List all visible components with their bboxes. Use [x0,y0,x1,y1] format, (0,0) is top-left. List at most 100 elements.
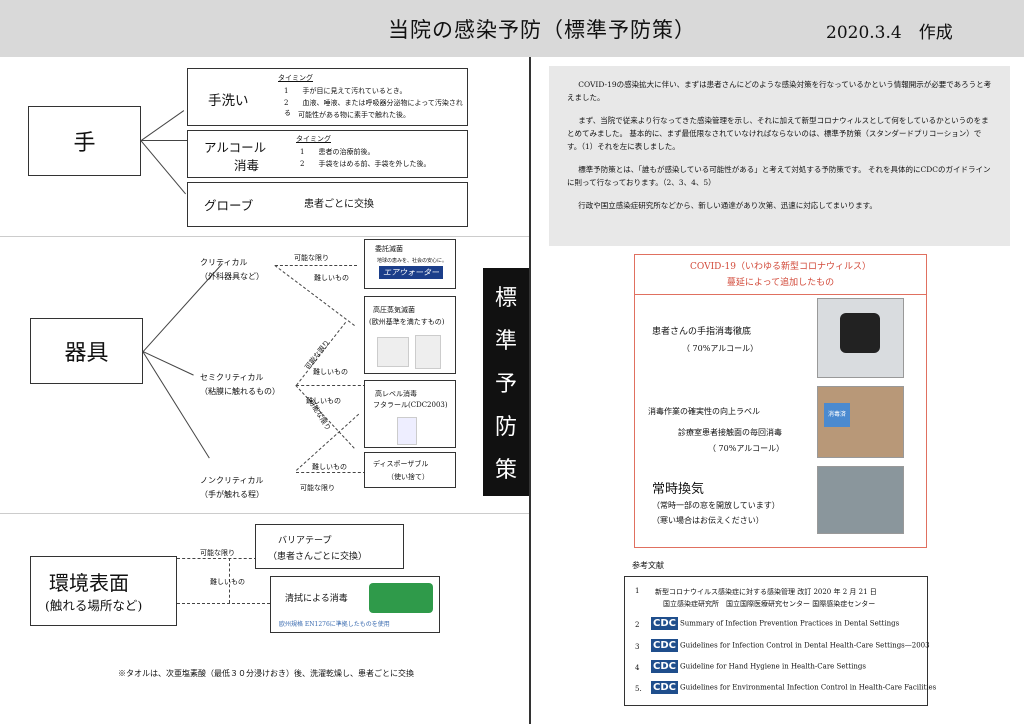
semicritical-sub: （粘膜に触れるもの） [200,387,280,396]
alcohol-item: 1 患者の治療前後。 [300,148,375,156]
alcohol-timing: タイミング [296,135,331,143]
surfaces-category-box: 環境表面 (触れる場所など) [30,556,177,626]
autoclave-image [415,335,441,369]
connector-line [141,110,185,141]
intro-paragraph: 標準予防策とは、「誰もが感染している可能性がある」と考えて対処する予防策です。 … [567,165,991,187]
connector-line [141,140,187,141]
reference-text: Guidelines for Infection Control in Dent… [679,641,930,650]
covid-measures-box [634,254,927,548]
autoclave-note: (欧州基準を満たすもの) [369,318,445,326]
towel-note: ※タオルは、次亜塩素酸（最低３０分浸けおき）後、洗濯乾燥し、患者ごとに交換 [118,669,414,678]
reference-text: Summary of Infection Prevention Practice… [679,619,900,628]
banner-char: 防 [494,415,517,441]
possible-label: 可能な限り [300,484,335,492]
glove-text: 患者ごとに交換 [304,199,374,210]
flow-arrow [177,603,270,604]
label-sign: 消毒済 [824,403,850,427]
possible-label: 可能な限り [200,549,235,557]
reference-text: Guideline for Hand Hygiene in Health-Car… [679,662,866,671]
intro-paragraph: COVID-19の感染拡大に伴い、まずは患者さんにどのような感染対策を行なってい… [567,80,992,102]
barrier-tape-box: バリアテープ （患者さんごとに交換） [255,524,404,569]
hld-label: 高レベル消毒 [375,390,417,398]
handwash-timing: タイミング [278,74,313,82]
covid-item-label: 消毒作業の確実性の向上ラベル [648,407,760,416]
banner-char: 策 [494,458,517,484]
standard-precautions-banner: 標 準 予 防 策 [483,268,529,496]
wipes-package-image [369,583,433,613]
semicritical-title: セミクリティカル [200,373,264,382]
connector-line [140,140,186,195]
airwater-logo: エアウォーター [379,266,443,279]
difficult-label: 難しいもの [210,578,245,586]
references-box: 1 新型コロナウイルス感染症に対する感染管理 改訂 2020 年 2 月 21 … [624,576,936,706]
aw-tagline: 地球の恵みを、社会の安心に。 [377,258,448,264]
cdc-logo: CDC [651,617,678,630]
difficult-label: 難しいもの [314,274,349,282]
intro-panel: COVID-19の感染拡大に伴い、まずは患者さんにどのような感染対策を行なってい… [549,66,1010,246]
outsourced-label: 委託滅菌 [375,245,403,253]
reference-number: 4 [635,664,640,672]
covid-heading-line: COVID-19（いわゆる新型コロナウィルス） [689,262,872,272]
disinfected-label-photo: 消毒済 [817,386,904,458]
covid-heading-line: 蔓延によって追加したもの [726,278,835,288]
noncritical-sub: （手が触れる程） [200,490,264,499]
cdc-logo: CDC [651,639,678,652]
critical-label: クリティカル （外科器具など） [200,256,264,284]
hand-category-box: 手 [28,106,141,176]
reference-number: 1 [635,587,640,595]
wipe-disinfection-box: 清拭による消毒 欧州規格 EN1276に準拠したものを使用 [270,576,440,633]
covid-item-ventilation: 常時換気 [652,482,705,497]
reference-number: 2 [635,621,640,629]
cdc-logo: CDC [651,681,678,694]
banner-char: 予 [494,371,517,397]
flow-arrow [296,472,366,473]
section-divider [0,236,529,237]
dispenser-image [840,313,880,353]
center-divider [529,57,531,724]
high-level-disinfection-box: 高レベル消毒 フタラール(CDC2003) [364,380,456,448]
hand-label: 手 [73,131,96,156]
difficult-label: 難しいもの [313,368,348,376]
wipe-label: 清拭による消毒 [285,594,348,604]
autoclave-box: 高圧蒸気滅菌 (欧州基準を満たすもの) [364,296,456,374]
critical-sub: （外科器具など） [200,272,264,281]
barrier-label: バリアテープ [278,536,332,546]
critical-title: クリティカル [200,258,248,267]
handwash-item: 可能性がある物に素手で触れた後。 [298,111,410,119]
autoclave-image [377,337,409,367]
instruments-label: 器具 [64,341,109,366]
disposable-label: ディスポーザブル [373,460,429,468]
surfaces-label: 環境表面 [49,571,129,595]
flow-arrow [177,558,257,559]
reference-number: 3 [635,643,640,651]
alcohol-label: 消毒 [234,158,260,173]
covid-item-hand-sanitizing: 患者さんの手指消毒徹底 [652,327,752,337]
references-title: 参考文献 [632,561,664,570]
header-bar [0,0,1024,57]
semicritical-label: セミクリティカル （粘膜に触れるもの） [200,371,280,399]
alcohol-box: アルコール 消毒 タイミング 1 患者の治療前後。 2 手袋をはめる前、手袋を外… [187,130,468,178]
banner-char: 準 [494,328,517,354]
sanitizer-dispenser-photo [817,298,904,378]
barrier-note: （患者さんごとに交換） [268,552,368,562]
wipe-standard-note: 欧州規格 EN1276に準拠したものを使用 [279,621,390,628]
disinfectant-bottle-image [397,417,417,445]
intro-paragraph: まず、当院で従来より行なってきた感染管理を示し、それに加えて新型コロナウィルスと… [567,116,989,151]
covid-heading-divider [634,294,927,295]
handwash-box: 手洗い タイミング 1 手が目に見えて汚れているとき。 2 血液、唾液、または呼… [187,68,468,126]
handwash-item: 2 血液、唾液、または呼吸器分泌物によって汚染される [284,99,463,117]
autoclave-label: 高圧蒸気滅菌 [373,306,415,314]
hld-note: フタラール(CDC2003) [373,401,448,409]
covid-item-note: （ 70%アルコール） [708,444,785,453]
glove-box: グローブ 患者ごとに交換 [187,182,468,227]
cdc-logo: CDC [651,660,678,673]
intro-paragraph: 行政や国立感染症研究所などから、新しい通達があり次第、迅速に対応してまいります。 [578,201,877,210]
reference-text: 新型コロナウイルス感染症に対する感染管理 改訂 2020 年 2 月 21 日 [655,588,877,596]
instruments-category-box: 器具 [30,318,143,384]
page-date: 2020.3.4 作成 [826,23,953,43]
covid-heading: COVID-19（いわゆる新型コロナウィルス） 蔓延によって追加したもの [634,254,927,294]
noncritical-title: ノンクリティカル [200,476,264,485]
